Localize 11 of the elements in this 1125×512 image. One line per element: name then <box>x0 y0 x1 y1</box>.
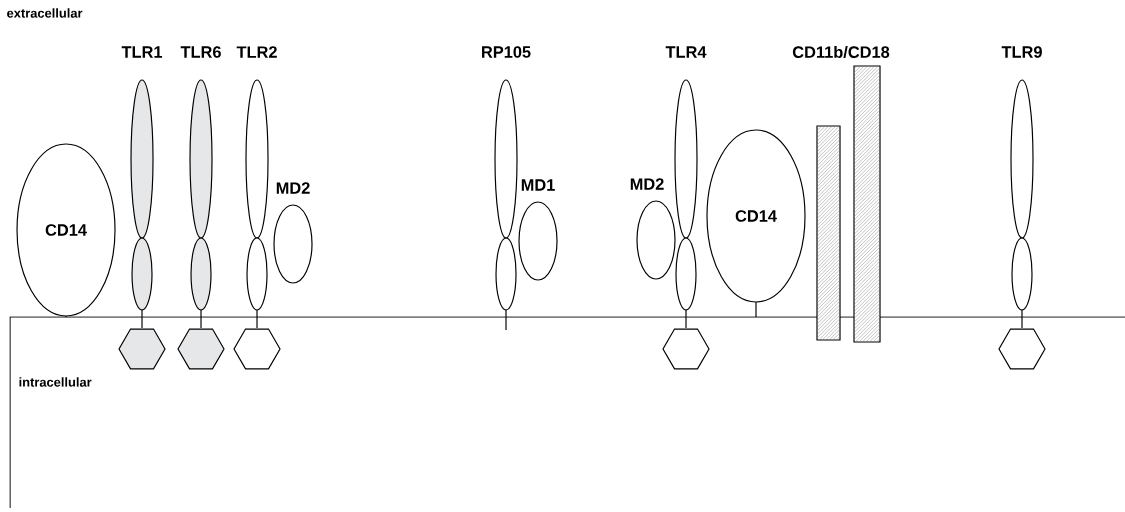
receptor-label: RP105 <box>482 46 531 58</box>
receptor-label: TLR6 <box>180 46 221 58</box>
receptor-label: TLR4 <box>665 46 707 58</box>
receptor-label: TLR9 <box>1001 46 1042 58</box>
region-label: extracellular <box>7 8 83 18</box>
region-label: intracellular <box>19 377 92 387</box>
protein-label: MD2 <box>276 182 310 194</box>
protein-label: MD2 <box>630 178 664 190</box>
receptor-label: TLR1 <box>121 46 163 58</box>
receptor-label: TLR2 <box>236 46 277 58</box>
protein-label: MD1 <box>521 179 555 191</box>
